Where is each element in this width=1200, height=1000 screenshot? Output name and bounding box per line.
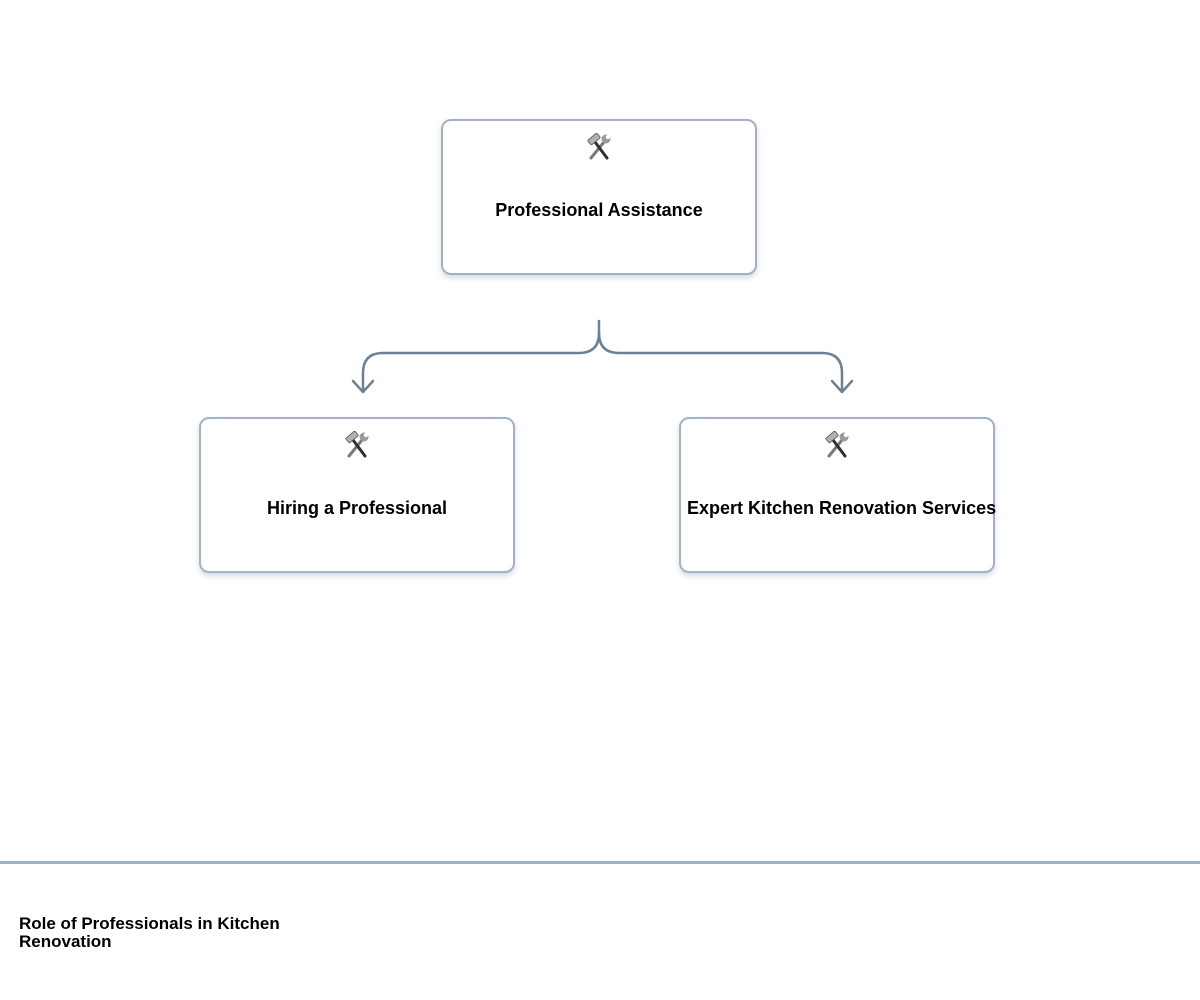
node-expert-kitchen-renovation-services[interactable]: Expert Kitchen Renovation Services — [679, 417, 997, 573]
node-label: Hiring a Professional — [266, 498, 448, 518]
arrowhead-right — [830, 379, 854, 394]
connector-root-to-right — [597, 331, 844, 393]
node-hiring-a-professional[interactable]: Hiring a Professional — [199, 417, 515, 573]
hammer-and-wrench-icon — [443, 131, 755, 163]
arrowhead-left — [351, 379, 375, 394]
node-professional-assistance[interactable]: Professional Assistance — [441, 119, 757, 275]
node-label: Expert Kitchen Renovation Services — [687, 498, 997, 518]
node-label: Professional Assistance — [495, 200, 703, 220]
connector-lines — [351, 319, 854, 394]
connector-root-to-left — [361, 319, 601, 393]
diagram-title: Role of Professionals in Kitchen Renovat… — [19, 914, 280, 951]
hammer-and-wrench-icon — [201, 429, 513, 461]
footer-divider — [0, 861, 1200, 864]
hammer-and-wrench-icon — [681, 429, 993, 461]
